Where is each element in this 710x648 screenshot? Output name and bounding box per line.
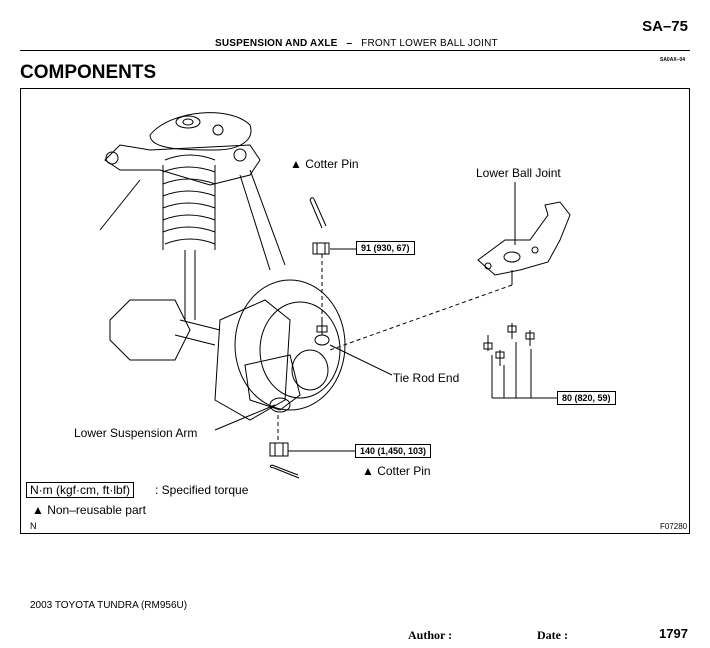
bottom-cotter-pin-drawing [269, 464, 300, 479]
bottom-castle-nut-drawing [269, 442, 289, 457]
page-title: COMPONENTS [20, 62, 157, 83]
footer-model: 2003 TOYOTA TUNDRA (RM956U) [30, 600, 188, 611]
legend-torque-desc: : Specified torque [155, 483, 249, 497]
legend-torque-unit: N·m (kgf·cm, ft·lbf) [26, 482, 134, 498]
header-rule [20, 50, 690, 51]
date-label: Date : [537, 628, 568, 642]
coil-spring-drawing [149, 112, 252, 320]
label-cotter-pin-bottom: ▲ Cotter Pin [362, 464, 431, 478]
label-lower-ball-joint: Lower Ball Joint [476, 166, 561, 180]
label-tie-rod-end: Tie Rod End [393, 371, 460, 385]
figure-frame [20, 88, 690, 534]
page-number: SA–75 [642, 18, 688, 35]
corner-mark: N [30, 521, 37, 531]
lower-ball-joint-drawing [477, 201, 571, 285]
section-header: SUSPENSION AND AXLE – FRONT LOWER BALL J… [215, 38, 498, 49]
torque-box-top-nut: 91 (930, 67) [356, 241, 415, 255]
torque-box-bottom-nut: 140 (1,450, 103) [355, 444, 432, 458]
author-label: Author : [408, 628, 453, 642]
label-lower-suspension-arm: Lower Suspension Arm [74, 426, 198, 440]
top-cotter-pin-drawing [309, 197, 327, 229]
frame-rail-drawing [99, 169, 286, 361]
steering-knuckle-drawing [174, 279, 346, 421]
legend-non-reusable: ▲ Non–reusable part [32, 503, 146, 517]
alignment-lines [277, 254, 513, 443]
ball-joint-bolts-drawing [483, 323, 535, 366]
figure-code: F07280 [660, 522, 688, 531]
label-cotter-pin-top: ▲ Cotter Pin [290, 157, 359, 171]
subsection-title: FRONT LOWER BALL JOINT [361, 38, 498, 49]
footer-page-number: 1797 [659, 626, 688, 641]
upper-arm-drawing [104, 124, 261, 186]
top-castle-nut-drawing [312, 242, 330, 255]
tie-rod-end-drawing [314, 318, 330, 346]
torque-box-bolts: 80 (820, 59) [557, 391, 616, 405]
section-separator: – [346, 38, 353, 49]
leader-lines [214, 182, 557, 452]
section-title: SUSPENSION AND AXLE [215, 38, 338, 49]
document-code: SA0AX–04 [659, 57, 685, 63]
